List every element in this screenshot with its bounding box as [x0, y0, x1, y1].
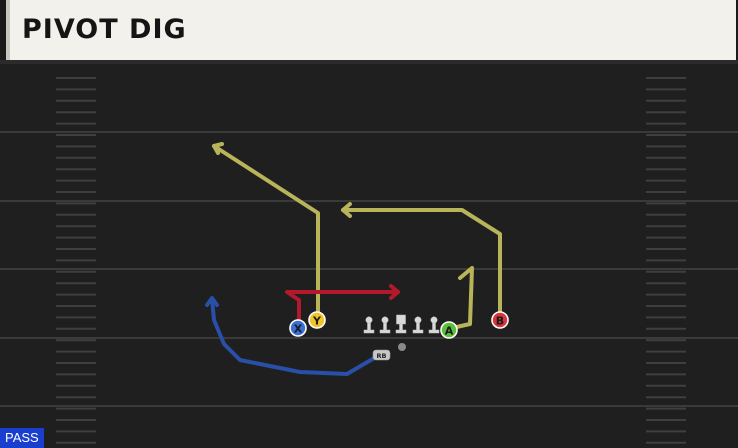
title-accent	[6, 0, 10, 60]
b-receiver-button: B	[491, 311, 509, 329]
y-receiver-label: Y	[312, 315, 322, 328]
y-receiver-button: Y	[308, 311, 326, 329]
yard-lines	[0, 131, 738, 407]
a-route	[450, 266, 474, 330]
rb-route-arrowhead	[205, 296, 219, 307]
x-receiver-label: X	[294, 323, 303, 336]
lineman-icon	[428, 316, 440, 334]
x-route-arrowhead	[389, 284, 400, 300]
header-bar: PIVOT DIG	[0, 0, 738, 60]
y-route	[212, 144, 320, 319]
b-receiver-label: B	[496, 315, 504, 328]
header-divider	[0, 60, 738, 64]
lineman-icon	[412, 316, 424, 334]
qb-dot-icon	[398, 343, 406, 351]
x-route	[285, 290, 400, 329]
rb-marker: RB	[372, 349, 391, 361]
rb-badge	[372, 349, 391, 361]
rb-label: RB	[377, 352, 387, 360]
x-receiver-button: X	[289, 319, 307, 337]
offensive-line	[363, 314, 440, 334]
b-route-arrowhead	[341, 202, 352, 218]
play-title: PIVOT DIG	[22, 14, 187, 45]
play-type-tag: PASS	[0, 428, 44, 448]
lineman-icon	[379, 316, 391, 334]
center-icon	[395, 314, 407, 334]
rb-route	[210, 297, 378, 376]
play-diagram: RB X Y A B	[0, 77, 738, 444]
title-card	[6, 0, 736, 60]
a-receiver-label: A	[445, 325, 454, 338]
y-route-arrowhead	[212, 142, 224, 155]
lineman-icon	[363, 316, 375, 334]
hash-marks	[56, 77, 686, 444]
a-receiver-button: A	[440, 321, 458, 339]
routes	[205, 142, 502, 376]
b-route	[341, 208, 502, 318]
